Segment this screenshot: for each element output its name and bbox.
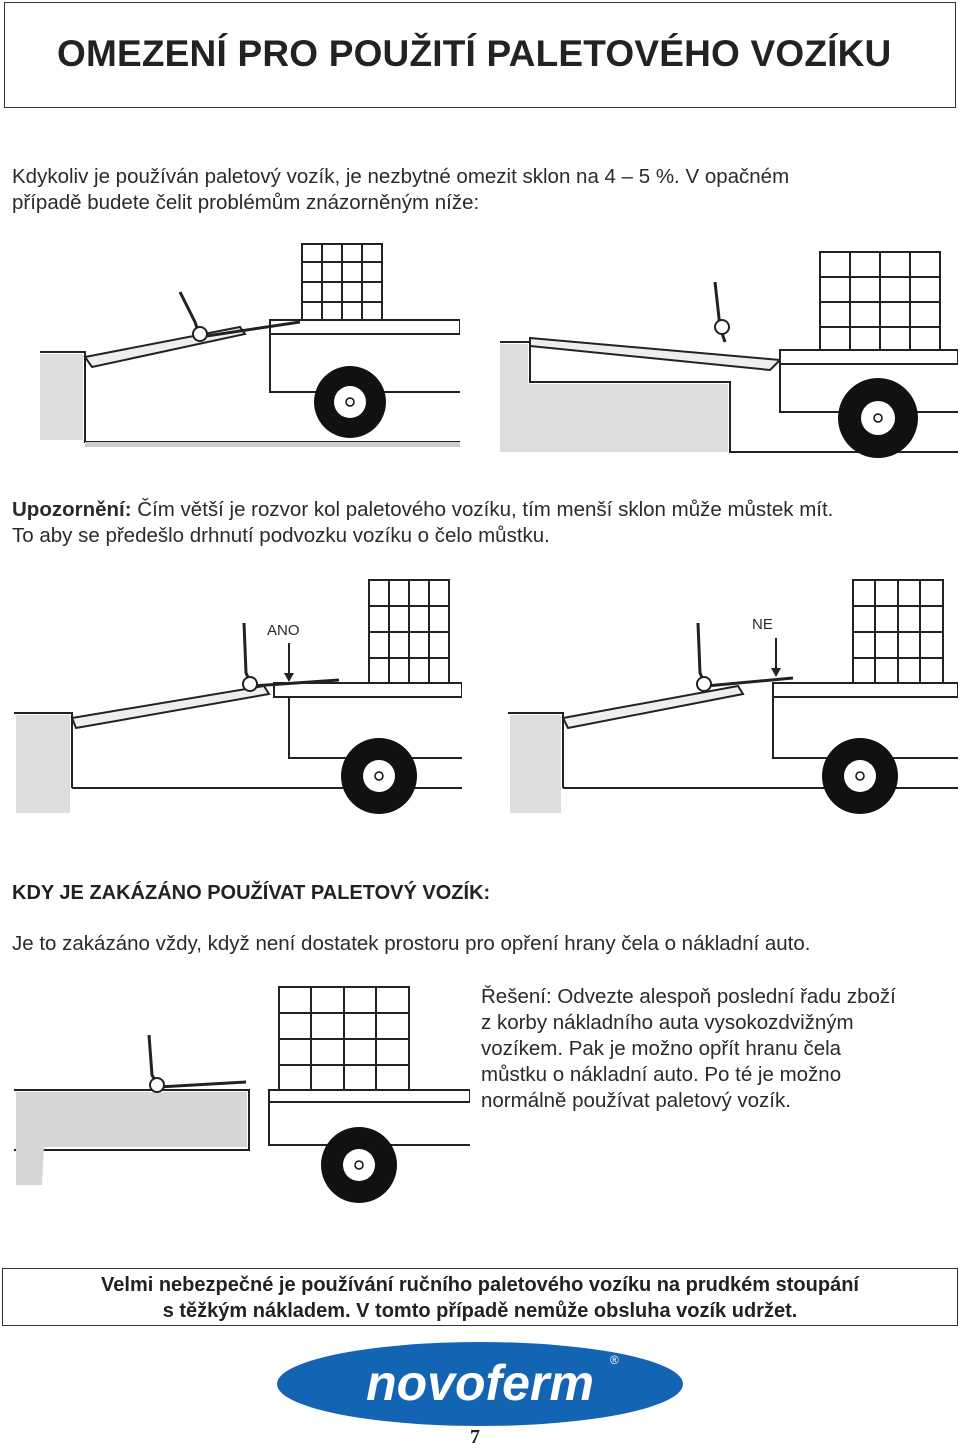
label-no: NE — [752, 616, 773, 633]
danger-note-line-1: Velmi nebezpečné je používání ručního pa… — [101, 1274, 859, 1296]
illustration-no-incorrect — [508, 579, 958, 814]
illustration-yes-correct — [14, 579, 462, 814]
solution-line-5: normálně používat paletový vozík. — [481, 1089, 791, 1112]
warning-label: Upozornění: — [12, 498, 132, 521]
solution-line-1: Řešení: Odvezte alespoň poslední řadu zb… — [481, 985, 896, 1008]
forbidden-text: Je to zakázáno vždy, když není dostatek … — [12, 932, 811, 955]
warning-line-1-text: Čím větší je rozvor kol paletového vozík… — [131, 498, 834, 521]
intro-line-2: případě budete čelit problémům znázorněn… — [12, 191, 480, 214]
page-number: 7 — [470, 1426, 480, 1448]
danger-note-box: Velmi nebezpečné je používání ručního pa… — [2, 1268, 958, 1326]
solution-line-4: můstku o nákladní auto. Po té je možno — [481, 1063, 842, 1086]
logo-registered-mark: ® — [610, 1353, 619, 1367]
intro-line-1: Kdykoliv je používán paletový vozík, je … — [12, 165, 790, 188]
intro-paragraph: Kdykoliv je používán paletový vozík, je … — [12, 164, 789, 216]
solution-paragraph: Řešení: Odvezte alespoň poslední řadu zb… — [481, 984, 896, 1114]
novoferm-logo: novoferm ® — [277, 1342, 683, 1426]
warning-line-1: Upozornění: Čím větší je rozvor kol pale… — [12, 497, 833, 523]
illustration-ramp-problem-left — [40, 243, 460, 447]
warning-line-2: To aby se předešlo drhnutí podvozku vozí… — [12, 524, 550, 547]
label-yes: ANO — [267, 622, 300, 639]
solution-line-3: vozíkem. Pak je možno opřít hranu čela — [481, 1037, 842, 1060]
danger-note-line-2: s těžkým nákladem. V tomto případě nemůž… — [162, 1300, 798, 1322]
forbidden-heading: KDY JE ZAKÁZÁNO POUŽÍVAT PALETOVÝ VOZÍK: — [12, 882, 491, 904]
illustration-ramp-problem-right — [500, 251, 958, 458]
title-box: OMEZENÍ PRO POUŽITÍ PALETOVÉHO VOZÍKU — [4, 2, 956, 108]
logo-text: novoferm — [366, 1355, 594, 1411]
illustration-solution — [14, 986, 470, 1203]
solution-line-2: z korby nákladního auta vysokozdvižným — [481, 1011, 854, 1034]
page-title: OMEZENÍ PRO POUŽITÍ PALETOVÉHO VOZÍKU — [57, 33, 892, 74]
warning-paragraph: Upozornění: Čím větší je rozvor kol pale… — [12, 497, 833, 549]
